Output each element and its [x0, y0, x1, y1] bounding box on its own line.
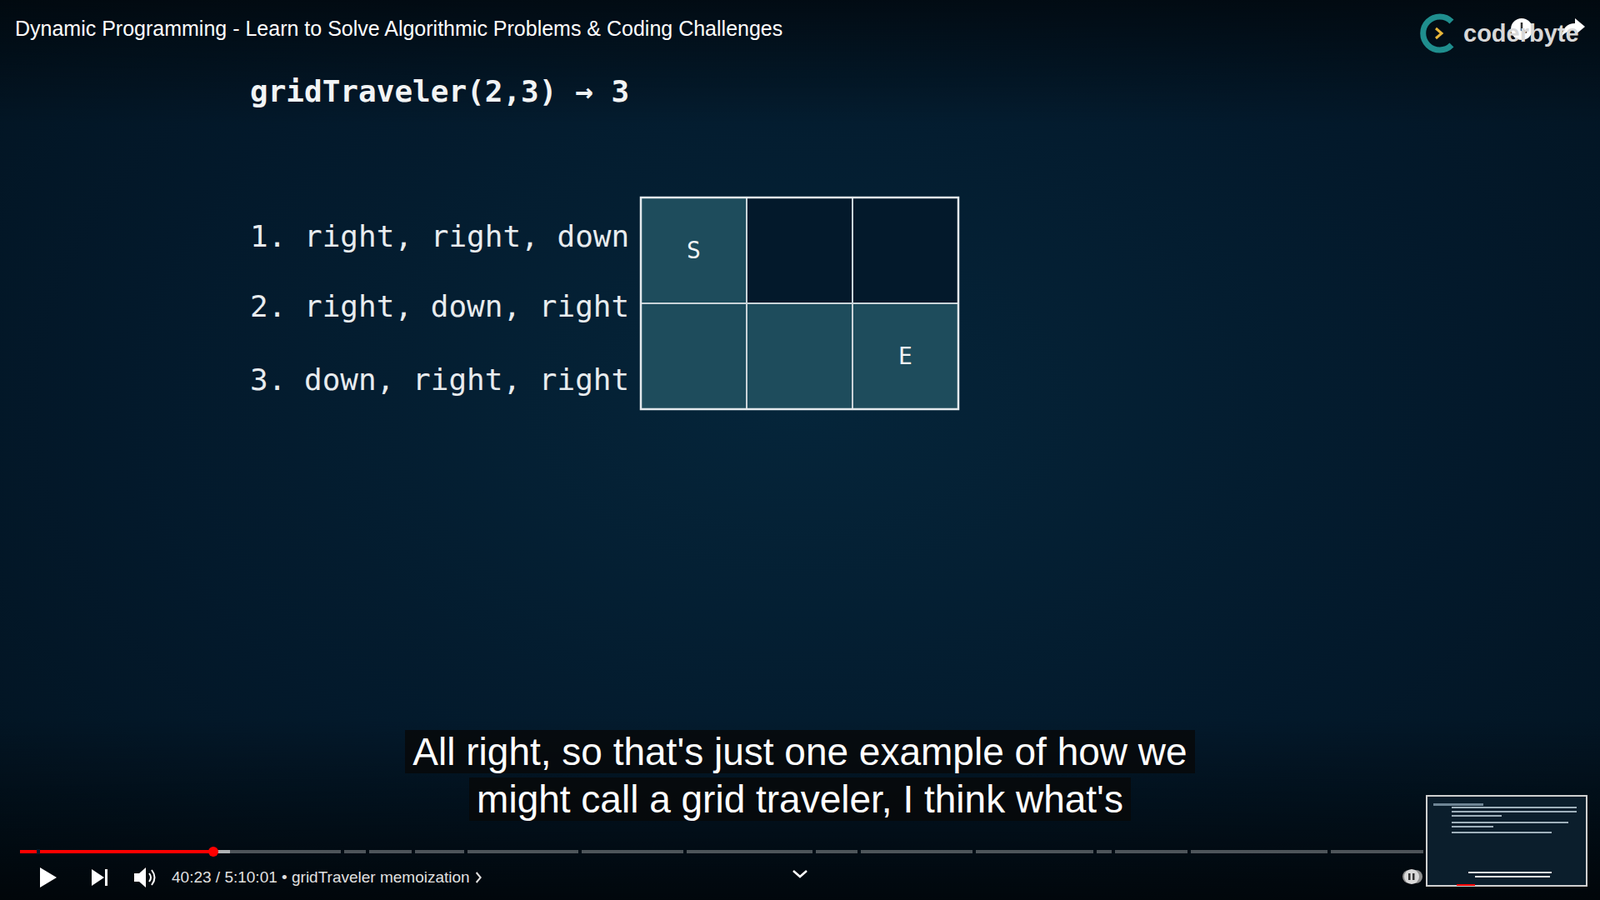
cell-letter: E — [898, 342, 913, 370]
pause-bar — [1412, 873, 1415, 880]
subtitle-box: All right, so that's just one example of… — [400, 728, 1200, 824]
progress-bar — [20, 846, 1424, 857]
grid — [640, 197, 959, 410]
thumbnail-text-line — [1475, 875, 1550, 878]
grid-cell — [852, 197, 959, 304]
pause-bar — [1408, 873, 1411, 880]
grid-cell — [746, 303, 853, 410]
chapter-gap — [36, 849, 40, 855]
volume-wave — [149, 873, 151, 882]
chapter-segment — [1096, 850, 1112, 854]
thumbnail-text-line — [1451, 821, 1569, 824]
cell-letter: S — [686, 236, 701, 265]
autoplay-toggle — [1402, 870, 1423, 884]
top-shade — [0, 0, 1600, 125]
chapter-segment — [686, 850, 813, 854]
volume-wave — [151, 870, 155, 885]
preview-thumbnail — [1426, 795, 1587, 886]
chapter-segment — [467, 850, 579, 854]
play-icon — [40, 867, 57, 888]
start-cell: S — [640, 197, 747, 304]
expand-chevron — [793, 870, 807, 877]
thumbnail-text-line — [1433, 803, 1484, 806]
grid-cell — [640, 303, 747, 410]
chapter-segment — [20, 850, 341, 854]
chapter-segment — [581, 850, 684, 854]
path-step: 3. down, right, right — [250, 362, 630, 397]
player-controls — [40, 867, 1423, 888]
thumbnail-text-line — [1451, 806, 1577, 809]
chevron-layer — [476, 872, 481, 883]
path-step: 2. right, down, right — [250, 289, 630, 324]
chapter-segment — [1115, 850, 1188, 854]
grid-cell — [852, 303, 959, 410]
thumbnail-text-line — [1451, 831, 1552, 834]
end-cell: E — [852, 303, 959, 410]
played-bar — [20, 850, 212, 854]
chapter-segment — [1190, 850, 1328, 854]
chapter-segment — [975, 850, 1094, 854]
thumbnail-frame — [1426, 795, 1587, 886]
thumbnail-text-line — [1468, 871, 1552, 874]
bottom-shade — [0, 716, 1600, 900]
thumbnail-progress — [1456, 884, 1475, 886]
slide-heading: gridTraveler(2,3) → 3 — [250, 74, 630, 109]
thumbnail-text-line — [1451, 810, 1577, 813]
subtitle: All right, so that's just one example of… — [405, 730, 1195, 821]
autoplay-knob — [1404, 869, 1420, 885]
chapter-chevron — [476, 872, 481, 883]
chapter-segment — [860, 850, 973, 854]
chapter-segment — [344, 850, 366, 854]
scrubber — [208, 846, 219, 857]
grid-line — [640, 302, 959, 305]
chapter-segment — [369, 850, 412, 854]
path-step: 1. right, right, down — [250, 219, 630, 254]
volume-icon — [134, 867, 146, 888]
grid-cell — [746, 197, 853, 304]
channel-logo-text: coderbyte — [1463, 20, 1580, 48]
chapter-segment — [415, 850, 465, 854]
grid-border — [640, 197, 959, 410]
logo-chevron — [1435, 28, 1442, 39]
chapter-segment — [815, 850, 858, 854]
video-title: Dynamic Programming - Learn to Solve Alg… — [15, 16, 783, 41]
thumbnail-text-line — [1451, 825, 1494, 828]
time-display: 40:23 / 5:10:01 • gridTraveler memoizati… — [171, 868, 470, 887]
logo-ring — [1423, 16, 1452, 50]
next-icon-bar — [105, 869, 108, 886]
channel-logo — [1423, 16, 1452, 50]
buffered-bar — [216, 850, 230, 854]
thumbnail-text-line — [1451, 815, 1502, 817]
next-icon — [91, 869, 105, 886]
grid-cell — [640, 197, 747, 304]
chapter-segment — [1330, 850, 1424, 854]
